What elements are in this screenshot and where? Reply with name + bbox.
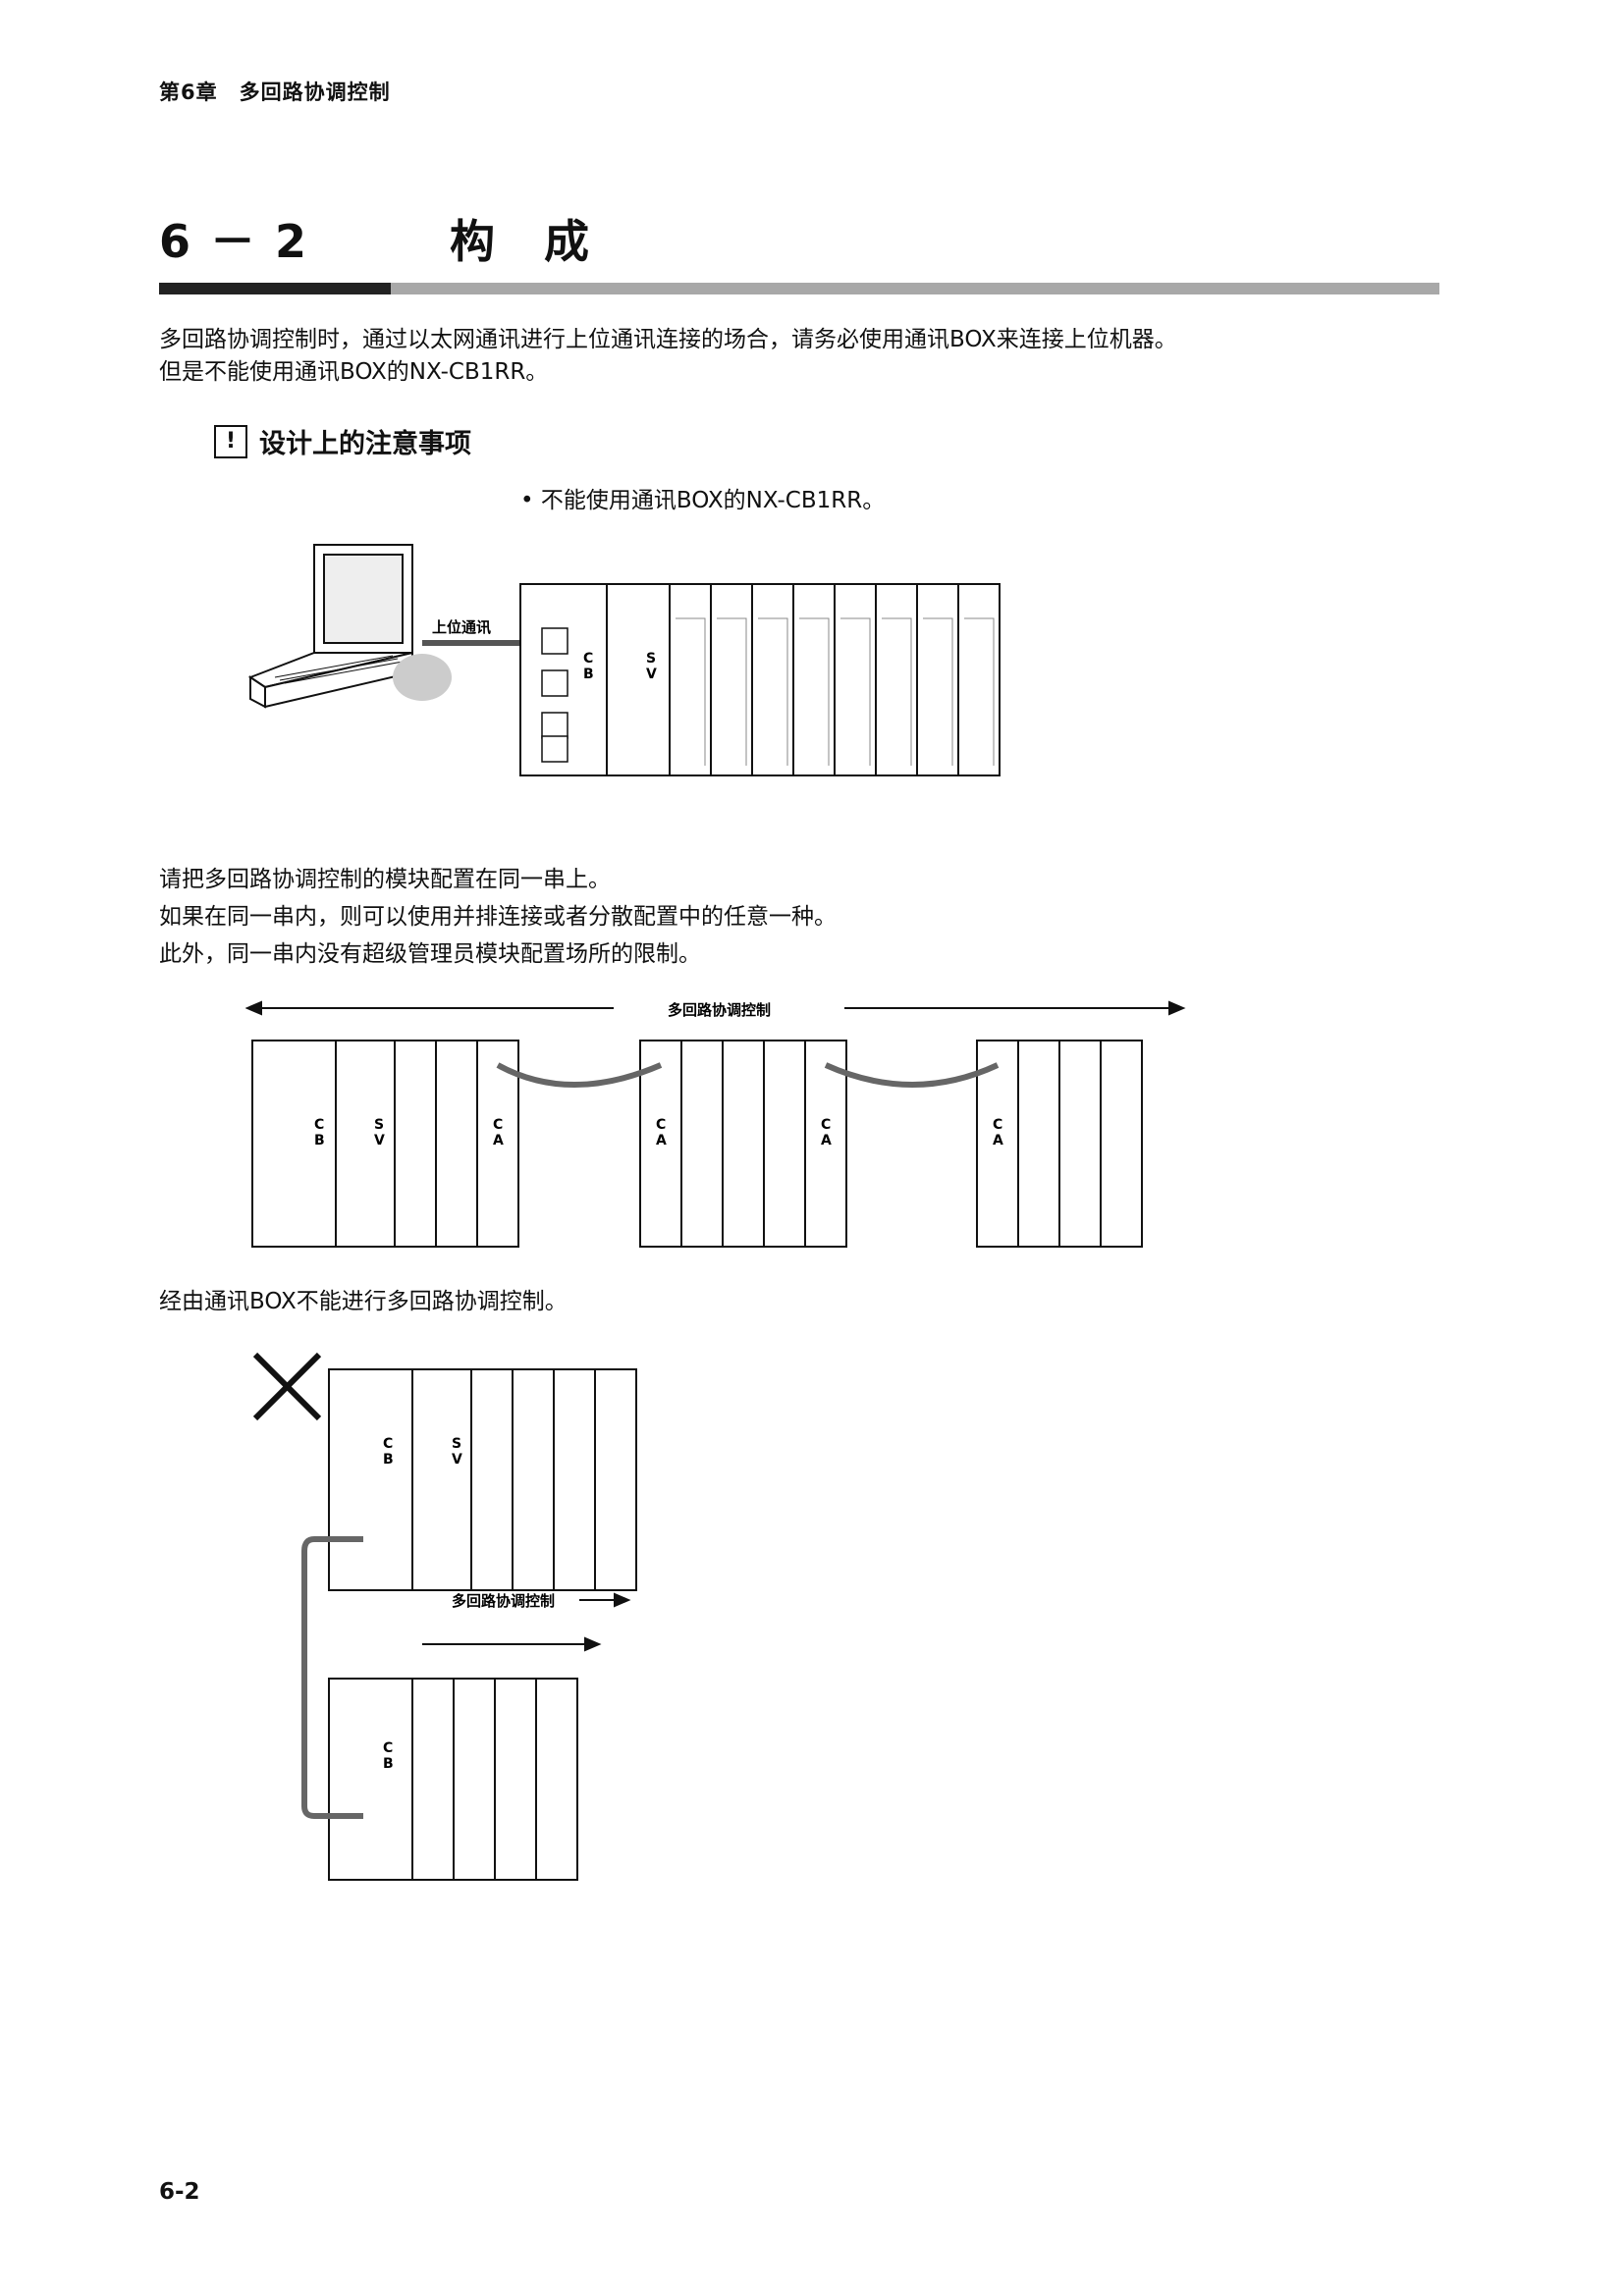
cb-module-upper — [328, 1368, 413, 1591]
para2-line-3: 此外，同一串内没有超级管理员模块配置场所的限制。 — [159, 941, 701, 967]
sv-module — [606, 583, 671, 776]
title-underline — [159, 283, 1439, 294]
svg-text:V: V — [452, 1452, 462, 1468]
para3-line-1: 经由通讯BOX不能进行多回路协调控制。 — [159, 1289, 568, 1314]
sv-module — [335, 1040, 396, 1248]
cross-icon — [252, 1352, 322, 1421]
cb-letter-c: C — [583, 651, 593, 667]
svg-text:A: A — [493, 1133, 504, 1148]
svg-text:S: S — [374, 1117, 384, 1133]
multi-loop-label: 多回路协调控制 — [668, 1001, 771, 1019]
intro-line-2: 但是不能使用通讯BOX的NX-CB1RR。 — [159, 359, 549, 385]
host-comm-label: 上位通讯 — [432, 618, 491, 636]
sv-letter-v: V — [646, 667, 657, 682]
svg-text:C: C — [993, 1117, 1002, 1133]
sv-module-upper — [411, 1368, 472, 1591]
svg-text:A: A — [656, 1133, 667, 1148]
intro-line-1: 多回路协调控制时，通过以太网通讯进行上位通讯连接的场合，请务必使用通讯BOX来连… — [159, 327, 1177, 352]
svg-text:C: C — [314, 1117, 324, 1133]
ca-cables — [496, 1062, 1000, 1088]
sv-letter-s: S — [646, 651, 656, 667]
svg-text:B: B — [383, 1756, 394, 1772]
svg-text:C: C — [383, 1740, 393, 1756]
svg-text:V: V — [374, 1133, 385, 1148]
svg-text:B: B — [383, 1452, 394, 1468]
svg-text:C: C — [821, 1117, 831, 1133]
svg-text:A: A — [821, 1133, 832, 1148]
para2-line-2: 如果在同一串内，则可以使用并排连接或者分散配置中的任意一种。 — [159, 904, 837, 930]
section-title: 6 － 2 构 成 — [159, 215, 592, 268]
cb-letter-b: B — [583, 667, 594, 682]
multi-loop-label: 多回路协调控制 — [452, 1592, 555, 1610]
notice-bullet: • 不能使用通讯BOX的NX-CB1RR。 — [520, 488, 886, 513]
ca-module — [804, 1040, 847, 1248]
figure-invalid-via-box: C B S V C B 多回路协调控制 — [252, 1352, 637, 1881]
design-notice: ! 设计上的注意事项 — [214, 422, 471, 460]
figure-host-connection: 上位通讯 C B S V — [247, 544, 1001, 776]
title-underline-accent — [159, 283, 391, 294]
page-number: 6-2 — [159, 2179, 200, 2205]
box-cable — [301, 1536, 363, 1819]
svg-text:C: C — [383, 1436, 393, 1452]
laptop-icon — [247, 544, 452, 709]
cb-module — [251, 1040, 337, 1248]
cb-module-lower — [328, 1678, 413, 1881]
svg-text:C: C — [656, 1117, 666, 1133]
svg-text:C: C — [493, 1117, 503, 1133]
svg-text:S: S — [452, 1436, 461, 1452]
para2-line-1: 请把多回路协调控制的模块配置在同一串上。 — [159, 867, 611, 892]
svg-text:B: B — [314, 1133, 325, 1148]
figure-distributed-layout: 多回路协调控制 C B S V C A C A C A C A — [245, 1000, 1186, 1248]
notice-title: 设计上的注意事项 — [259, 429, 471, 459]
exclamation-box-icon: ! — [214, 424, 247, 458]
chapter-header: 第6章 多回路协调控制 — [159, 80, 391, 104]
svg-text:A: A — [993, 1133, 1003, 1148]
